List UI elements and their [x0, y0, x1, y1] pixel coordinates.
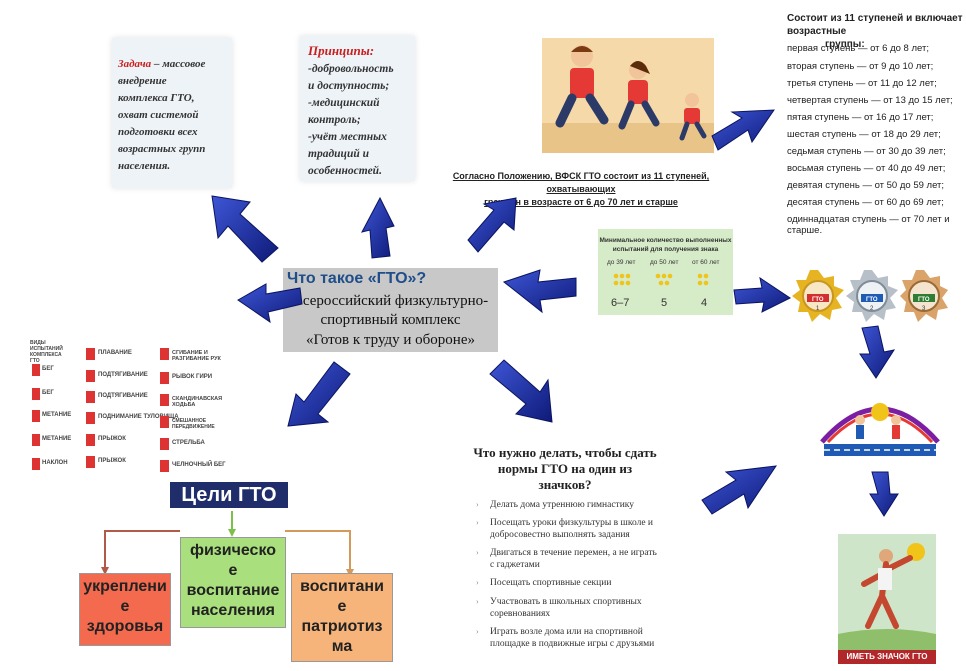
arrow-to-family: [467, 197, 517, 253]
arrow-to-task: [211, 195, 279, 263]
badge-label: ГТО: [918, 297, 930, 303]
principles-card: Принципы: -добровольность и доступность;…: [300, 36, 415, 181]
stage-item: шестая ступень — от 18 до 29 лет;: [787, 129, 941, 140]
center-line2: спортивный комплекс: [320, 312, 461, 328]
center-line3: «Готов к труду и обороне»: [306, 332, 475, 348]
arrow-to-sports: [237, 283, 303, 324]
goals-title: Цели ГТО: [170, 482, 288, 508]
running-family-image: [542, 38, 714, 153]
goal-patriotism: воспитани е патриотиз ма: [291, 573, 393, 662]
center-title: Что такое «ГТО»?: [287, 270, 427, 287]
coin-dots: [613, 273, 709, 286]
step-item: ›Двигаться в течение перемен, а не играт…: [476, 548, 657, 570]
stage-item: третья ступень — от 11 до 12 лет;: [787, 78, 937, 89]
stage-item: седьмая ступень — от 30 до 39 лет;: [787, 146, 946, 157]
regulation-text: Согласно Положению, ВФСК ГТО состоит из …: [452, 171, 710, 207]
stage-item: четвертая ступень — от 13 до 15 лет;: [787, 95, 953, 106]
poster-caption: ИМЕТЬ ЗНАЧОК ГТО: [838, 650, 936, 664]
stage-item: одиннадцатая ступень — от 70 лет и старш…: [787, 214, 950, 236]
goal-health: укреплени е здоровья: [79, 573, 171, 646]
arrow-steps-to-podium: [701, 465, 778, 515]
sports-tests-image: ВИДЫ ИСПЫТАНИЙ КОМПЛЕКСА ГТО БЕГ БЕГ МЕТ…: [30, 338, 235, 476]
goal-physical-education: физическо е воспитание населения: [180, 537, 286, 628]
badge-gold: [792, 270, 844, 322]
stage-item: первая ступень — от 6 до 8 лет;: [787, 43, 929, 54]
badge-label: ГТО: [866, 297, 878, 303]
badge-number: 3: [922, 306, 926, 312]
stage-item: десятая ступень — от 60 до 69 лет;: [787, 197, 944, 208]
step-item: ›Делать дома утреннюю гимнастику: [476, 500, 635, 510]
arrow-badges-to-podium: [859, 325, 896, 379]
steps-title: Что нужно делать, чтобы сдать нормы ГТО …: [473, 445, 657, 492]
task-card: Задача – массовое внедрение комплекса ГТ…: [112, 38, 232, 188]
sports-header: ВИДЫ ИСПЫТАНИЙ КОМПЛЕКСА ГТО: [30, 340, 63, 364]
center-box: Что такое «ГТО»? Всероссийский физкульту…: [283, 268, 498, 352]
badge-number: 1: [816, 306, 820, 312]
badge-label: ГТО: [812, 297, 824, 303]
arrow-podium-to-poster: [869, 471, 899, 517]
stage-item: пятая ступень — от 16 до 17 лет;: [787, 112, 934, 123]
stage-item: девятая ступень — от 50 до 59 лет;: [787, 180, 945, 191]
task-label: Задача: [118, 58, 152, 70]
stage-item: вторая ступень — от 9 до 10 лет;: [787, 61, 934, 72]
min-tests-box: Минимальное количество выполненных испыт…: [598, 229, 733, 315]
goals-connectors: [101, 511, 354, 575]
principles-label: Принципы:: [308, 43, 375, 58]
arrow-to-steps: [489, 359, 553, 423]
arrow-to-stages: [711, 109, 775, 151]
gto-poster-image: ИМЕТЬ ЗНАЧОК ГТО: [838, 534, 936, 664]
center-line1: Всероссийский физкультурно-: [292, 293, 489, 309]
arrow-to-badges: [733, 276, 791, 313]
badge-number: 2: [870, 306, 874, 312]
badge-bronze: [900, 270, 948, 322]
sports-icons: [32, 348, 169, 472]
badge-silver: [846, 270, 898, 322]
arrow-to-goals: [287, 361, 351, 427]
kids-podium-image: [820, 403, 940, 456]
step-item: ›Посещать спортивные секции: [476, 578, 612, 588]
arrow-to-principles: [361, 196, 395, 259]
stages-heading: Состоит из 11 ступеней и включает возрас…: [787, 13, 963, 50]
stage-item: восьмая ступень — от 40 до 49 лет;: [787, 163, 946, 174]
gto-badges: ГТО ГТО ГТО 1 2 3: [792, 270, 948, 322]
arrow-to-min-tests: [502, 269, 577, 314]
